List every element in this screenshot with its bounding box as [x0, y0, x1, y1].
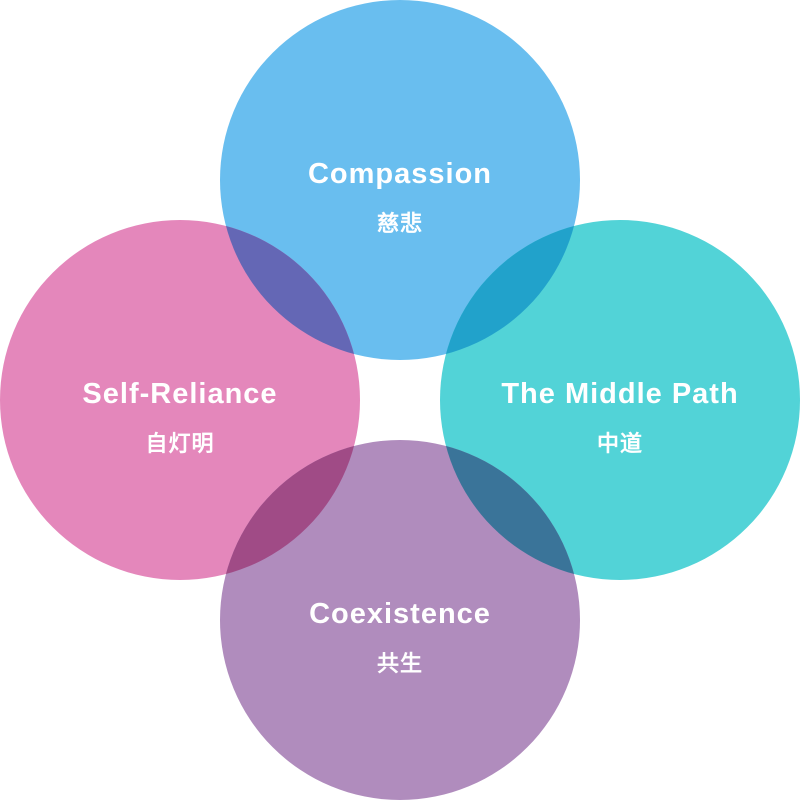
compassion-circle — [220, 0, 580, 360]
self-reliance-subtitle: 自灯明 — [145, 431, 214, 457]
compassion-title: Compassion — [308, 158, 492, 190]
coexistence-title: Coexistence — [309, 598, 491, 630]
coexistence-subtitle: 共生 — [377, 652, 423, 677]
middle-path-circle — [440, 220, 800, 580]
middle-path-subtitle: 中道 — [597, 431, 643, 457]
middle-path-title: The Middle Path — [501, 378, 738, 410]
compassion-subtitle: 慈悲 — [377, 211, 423, 237]
coexistence-circle — [220, 440, 580, 800]
self-reliance-title: Self-Reliance — [82, 378, 277, 410]
self-reliance-circle — [0, 220, 360, 580]
